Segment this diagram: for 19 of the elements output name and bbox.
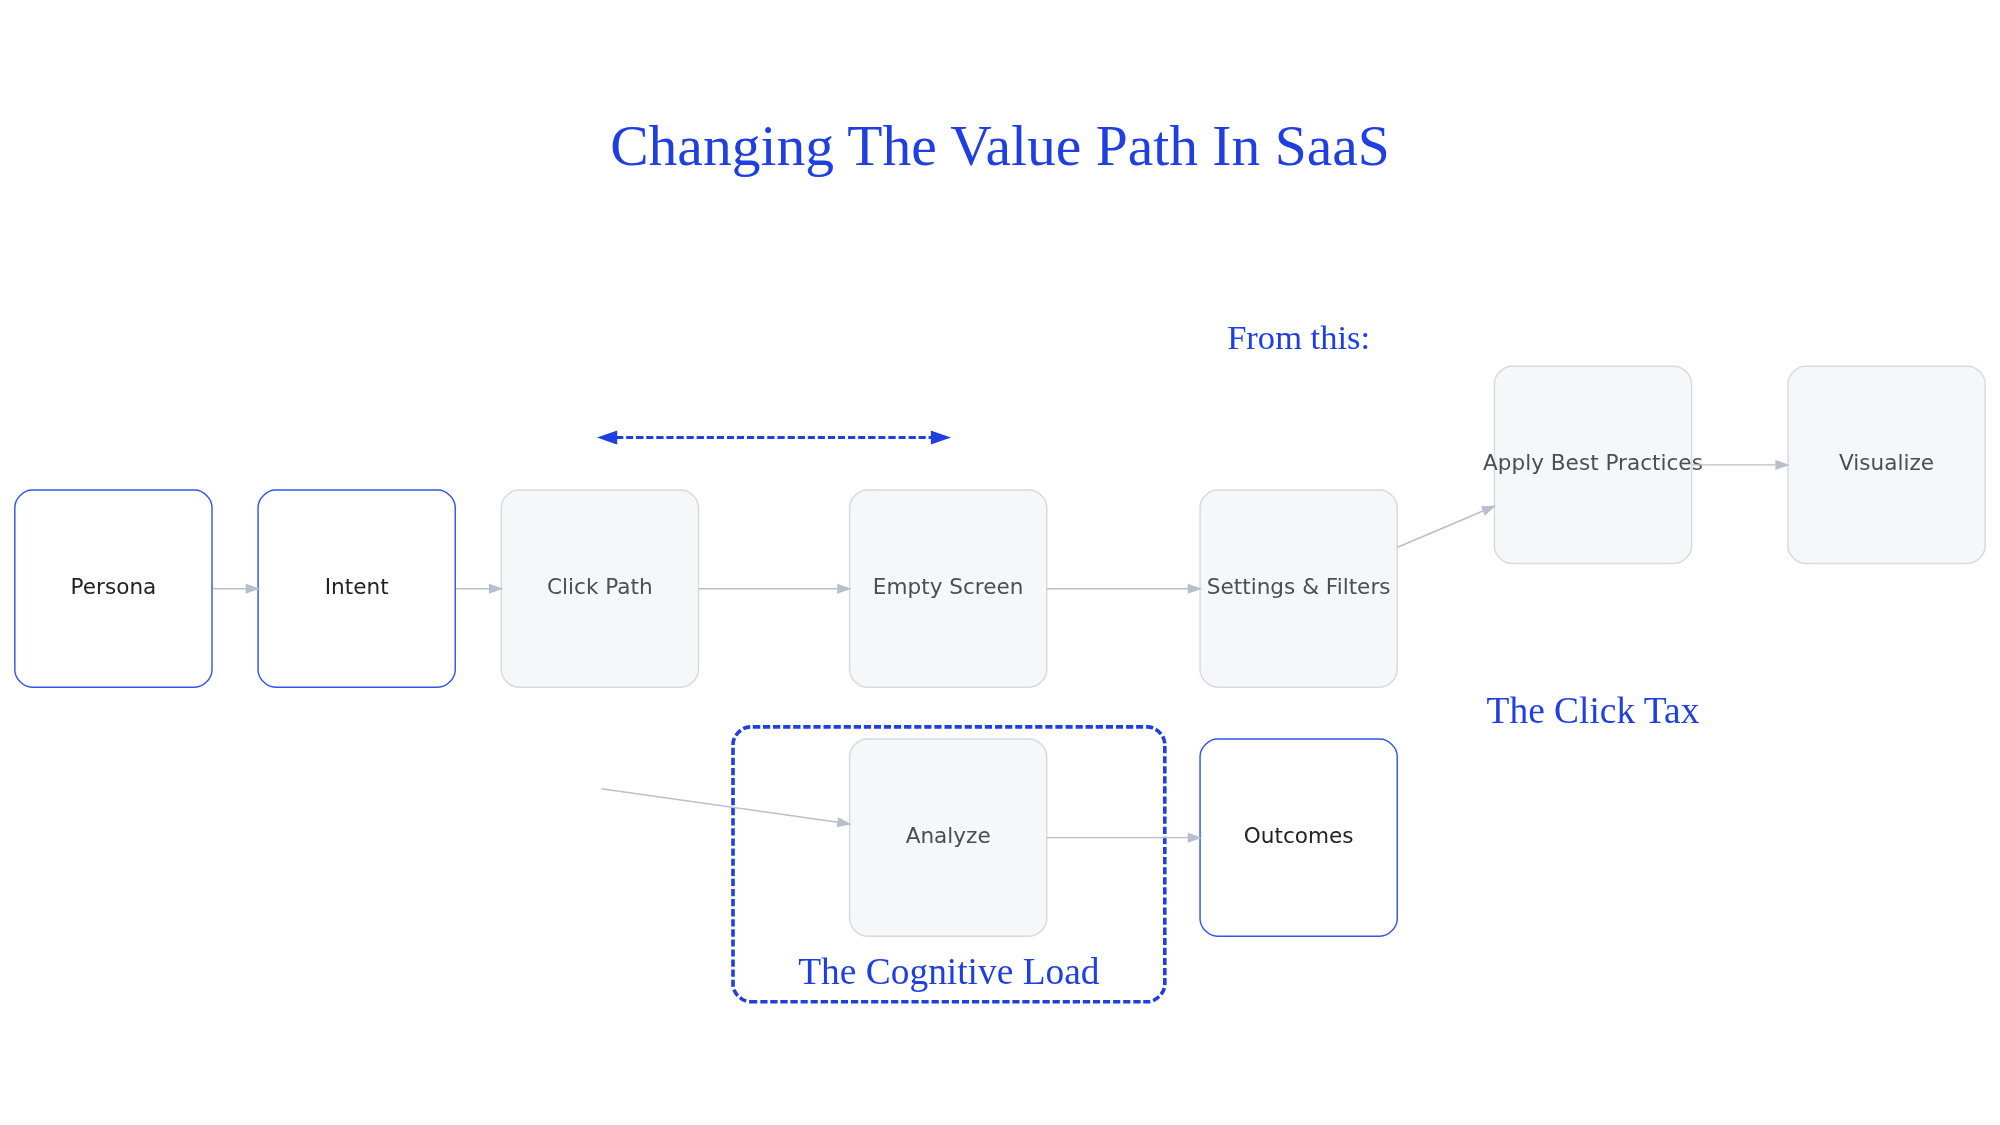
node-box: Persona bbox=[14, 488, 213, 688]
node-box: Outcomes bbox=[1199, 737, 1398, 937]
arrow bbox=[1046, 832, 1203, 843]
arrow bbox=[455, 583, 504, 594]
node-box: Empty Screen bbox=[848, 488, 1048, 688]
arrow bbox=[1046, 583, 1203, 594]
arrow bbox=[600, 787, 852, 827]
node-box: Visualize bbox=[1787, 365, 1986, 564]
arrow bbox=[698, 583, 852, 594]
node-box: Analyze bbox=[848, 737, 1048, 937]
label: The Click Tax bbox=[1486, 689, 1700, 731]
node-box: Intent bbox=[257, 488, 456, 688]
node-box: Click Path bbox=[500, 488, 700, 688]
diagram-title: Changing The Value Path In SaaS bbox=[610, 113, 1390, 177]
arrow bbox=[211, 583, 261, 594]
node-box: Settings & Filters bbox=[1199, 488, 1398, 688]
label: From this: bbox=[1227, 317, 1371, 356]
arrow bbox=[1396, 504, 1497, 548]
arrow bbox=[1690, 459, 1790, 470]
